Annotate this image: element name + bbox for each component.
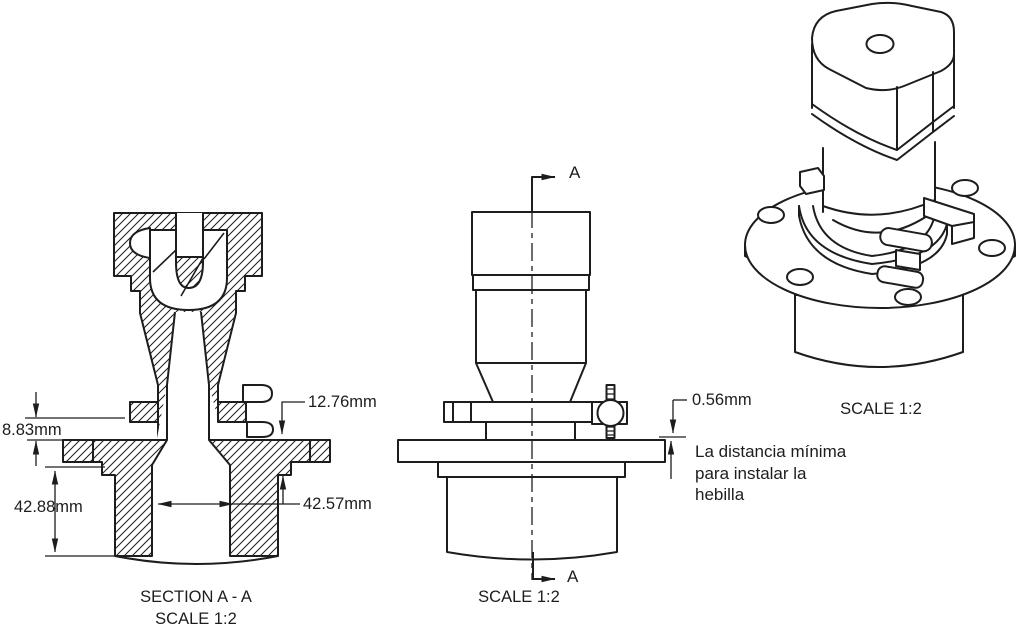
- isometric-view-drawing: [744, 1, 1016, 368]
- installation-note: La distancia mínima para instalar la heb…: [695, 442, 847, 504]
- front-view-drawing: [397, 173, 687, 583]
- section-view-drawing: [25, 212, 331, 565]
- section-marker-a-bottom: A: [567, 567, 579, 586]
- dim-flange-label: 12.76mm: [308, 393, 377, 411]
- dim-clearance-label: 0.56mm: [692, 391, 752, 409]
- front-view-scale: SCALE 1:2: [478, 588, 560, 606]
- section-view-title: SECTION A - A: [140, 588, 252, 606]
- dim-gap-label: 8.83mm: [2, 421, 62, 439]
- dim-bore-label: 42.57mm: [303, 495, 372, 513]
- iso-view-scale: SCALE 1:2: [840, 400, 922, 418]
- section-view-scale: SCALE 1:2: [155, 610, 237, 628]
- dim-depth-label: 42.88mm: [14, 498, 83, 516]
- section-marker-a-top: A: [569, 163, 581, 182]
